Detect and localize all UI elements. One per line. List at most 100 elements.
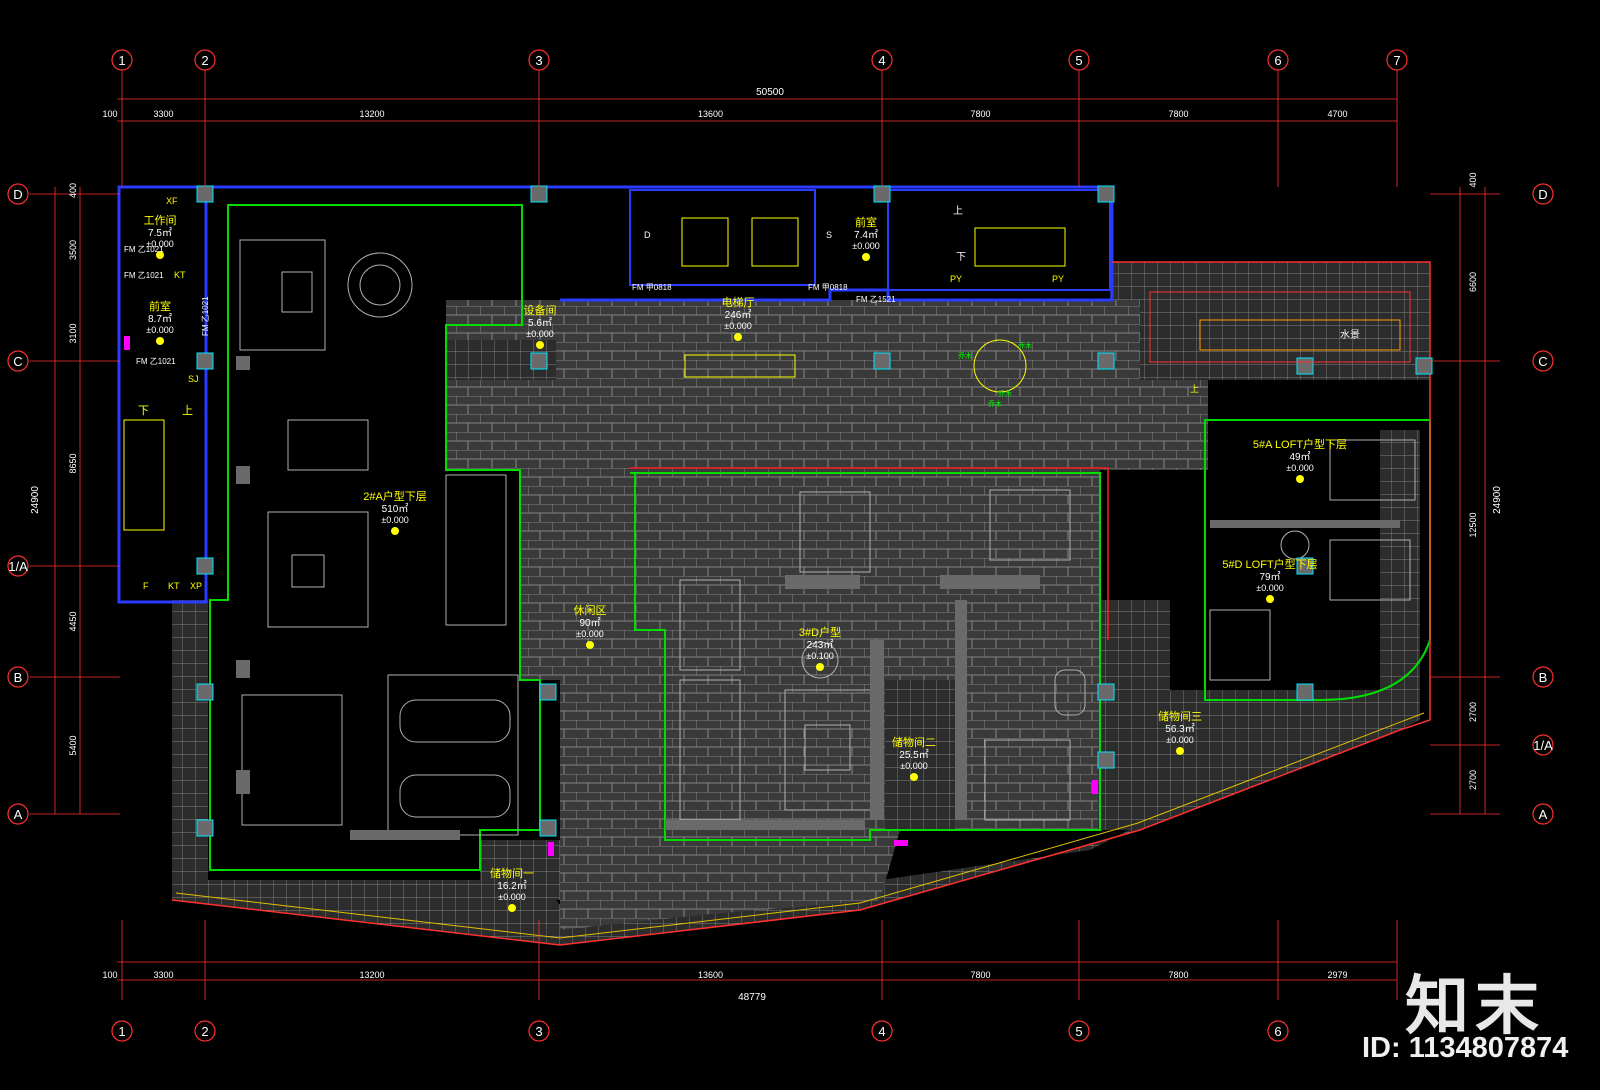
tag-kt2: KT [168,581,180,591]
room-level: ±0.000 [1256,583,1283,593]
grid-bubble-left-circle [7,666,29,688]
unit-5d-dining [1280,530,1310,560]
garage-left [241,694,343,826]
unit-3d-dining [801,641,839,679]
structural-column [1296,683,1314,701]
room-area: 5.6㎡ [528,317,552,329]
wall-mass [665,820,865,830]
level-marker [586,641,594,649]
room-area: 7.4㎡ [854,229,878,241]
grid-bubble-top-circle [194,49,216,71]
paving-layer [172,262,1430,945]
grid-bubble-top-circle [871,49,893,71]
wall-mass [236,770,250,794]
grid-bubble-bottom-label: 6 [1274,1024,1281,1039]
dim-text: 4450 [68,611,78,631]
elevator-car-1 [681,217,729,267]
structural-column [1097,185,1115,203]
tag-down2: 下 [956,252,966,263]
north-stair [974,227,1066,267]
grid-bubble-top-circle [528,49,550,71]
tag-down1: 下 [138,405,149,417]
room-level: ±0.000 [146,239,173,249]
tag-xp: XP [190,581,202,591]
grid-bubble-bottom-label: 3 [535,1024,542,1039]
tag-sj: SJ [188,374,199,384]
structural-column [1097,352,1115,370]
unit-3d-room-4 [679,579,741,671]
room-level: ±0.000 [146,325,173,335]
grid-bubble-top-label: 7 [1393,53,1400,68]
level-marker [1266,595,1274,603]
tag-water: 水景 [1340,329,1360,341]
unit-2a-rug [281,271,313,313]
wall-mass [1210,520,1400,528]
grid-bubble-left-label: C [13,354,22,369]
room-area: 246㎡ [725,309,752,321]
grid-bubble-top-label: 2 [201,53,208,68]
dim-text: 3500 [68,240,78,260]
interior-furniture [239,217,1416,836]
dim-text: 6600 [1468,272,1478,292]
structural-column [1296,557,1314,575]
tag-tree1: 乔木 [958,351,972,360]
dim-text: 400 [1468,172,1478,187]
grid-bubble-left-circle [7,555,29,577]
elevator-car-2 [751,217,799,267]
level-marker [536,341,544,349]
door-marker [894,840,908,846]
watermark-id-text: ID: 1134807874 [1362,1032,1569,1064]
grid-bubble-bottom-label: 1 [118,1024,125,1039]
unit-3d-bedroom-2 [989,489,1071,561]
grid-bubble-right-label: D [1538,187,1547,202]
grid-bubble-right-circle [1532,666,1554,688]
structural-column [196,557,214,575]
grid-bubble-left-circle [7,803,29,825]
unit-5a-bedroom [1329,439,1416,501]
room-area: 510㎡ [382,503,409,515]
dim-text: 3300 [153,970,173,980]
tag-up3: 上 [1190,384,1199,394]
room-name: 前室 [149,299,171,313]
dim-text: 100 [102,109,117,119]
unit-3d-sofa [804,724,851,771]
building-outlines [117,185,1431,946]
grid-bubble-left-label: 1/A [8,559,28,574]
dim-text: 2979 [1327,970,1347,980]
grid-bubble-bottom-circle [528,1020,550,1042]
room-area: 49㎡ [1289,451,1310,463]
grid-bubble-left-label: D [13,187,22,202]
outer-red-boundary [171,261,1431,946]
dim-text: 12500 [1468,512,1478,537]
dim-text: 13200 [359,970,384,980]
dim-text: 4700 [1327,109,1347,119]
wall-masses [236,356,1400,840]
tags-layer: XF FM 乙1021 FM 乙1021 KT FM 乙1021 FM 乙102… [124,196,1360,591]
room-name: 3#D户型 [799,625,841,639]
north-stair-box [887,189,1111,291]
room-name: 前室 [855,215,877,229]
grid-bubble-right-circle [1532,350,1554,372]
dim-text: 7800 [1168,109,1188,119]
level-marker [391,527,399,535]
room-area: 243㎡ [807,639,834,651]
garage-right [387,674,519,836]
outer-yellow-boundary [175,712,1425,939]
grid-bubble-top-label: 5 [1075,53,1082,68]
unit-3d-red-edge [630,467,1109,640]
dim-text: 13200 [359,109,384,119]
structural-column [539,819,557,837]
dim-text: 8650 [68,453,78,473]
structural-column [1415,357,1433,375]
tag-fm4: FM 乙1021 [136,357,176,366]
wall-mass [940,575,1040,589]
structural-column [1296,357,1314,375]
room-area: 90㎡ [579,617,600,629]
south-terrace-grid [1098,600,1400,830]
dim-text: 5400 [68,735,78,755]
grid-bubble-top-circle [111,49,133,71]
watermark-brand-logo: 知末 [1405,970,1545,1044]
elevator-hall-paving [446,300,1208,930]
grid-bubble-bottom-label: 2 [201,1024,208,1039]
room-area: 8.7㎡ [148,313,172,325]
